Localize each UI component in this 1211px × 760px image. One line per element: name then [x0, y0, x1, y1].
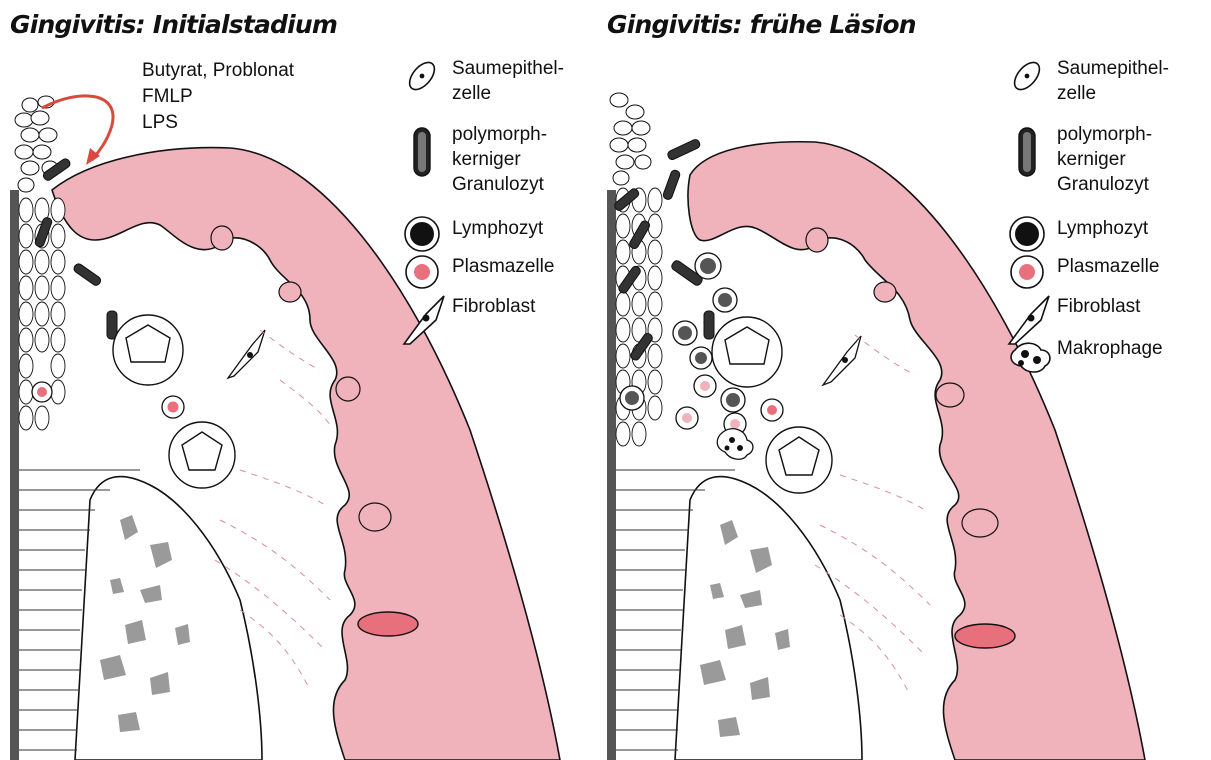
rete-ridge [279, 282, 301, 302]
lymphozyt-icon [1005, 216, 1049, 256]
rete-ridge [962, 509, 998, 537]
legend-label: Lymphozyt [1057, 216, 1148, 241]
plasmazelle-icon [400, 254, 444, 294]
rete-ridge [806, 228, 828, 252]
stimulus-label: FMLP [142, 84, 294, 110]
lymphozyt-icon [400, 216, 444, 256]
legend-label: Makrophage [1057, 336, 1163, 361]
rete-ridge [955, 624, 1015, 648]
panel-initialstadium: Gingivitis: Initialstadium Butyrat, Prob… [0, 0, 600, 760]
legend-label: Plasmazelle [452, 254, 554, 279]
diagram-initialstadium [0, 0, 600, 760]
stimulus-label: Butyrat, Problonat [142, 58, 294, 84]
plasmazelle [32, 382, 52, 402]
legend-label: Fibroblast [452, 294, 535, 319]
legend-label: Lymphozyt [452, 216, 543, 241]
rete-ridge [874, 282, 896, 302]
legend-label: Plasmazelle [1057, 254, 1159, 279]
saumepithelzelle-icon [1005, 56, 1049, 96]
fibroblast [228, 330, 265, 378]
stimuli-list: Butyrat, Problonat FMLP LPS [142, 58, 294, 136]
rete-ridge [359, 503, 391, 531]
tooth-root [607, 190, 616, 760]
alveolar-bone [675, 477, 862, 760]
plasmazelle-icon [1005, 254, 1049, 294]
junctional-epithelium [610, 93, 651, 185]
panel-title: Gingivitis: frühe Läsion [607, 10, 916, 39]
fibroblast [823, 336, 861, 385]
rete-ridge [211, 226, 233, 250]
saumepithelzelle-icon [400, 56, 444, 96]
rete-ridge [336, 377, 360, 401]
makrophage-icon [1005, 336, 1055, 376]
rete-ridge [936, 383, 964, 407]
legend-label: polymorph- kerniger Granulozyt [1057, 122, 1152, 197]
legend-label: Fibroblast [1057, 294, 1140, 319]
makrophage [717, 429, 753, 460]
stimulus-label: LPS [142, 110, 294, 136]
tooth-root [10, 190, 19, 760]
rete-ridge [358, 612, 418, 636]
granulozyt-icon [1005, 122, 1049, 182]
legend-label: polymorph- kerniger Granulozyt [452, 122, 547, 197]
plasmazelle [162, 396, 184, 418]
legend-label: Saumepithel- zelle [1057, 56, 1169, 106]
granulozyt-icon [400, 122, 444, 182]
alveolar-bone [75, 477, 262, 760]
legend-label: Saumepithel- zelle [452, 56, 564, 106]
fibroblast-icon [400, 294, 450, 348]
panel-fruehe-laesion: Gingivitis: frühe Läsion Saumepithel- ze… [605, 0, 1205, 760]
diagram-fruehe-laesion [605, 0, 1205, 760]
panel-title: Gingivitis: Initialstadium [10, 10, 337, 39]
